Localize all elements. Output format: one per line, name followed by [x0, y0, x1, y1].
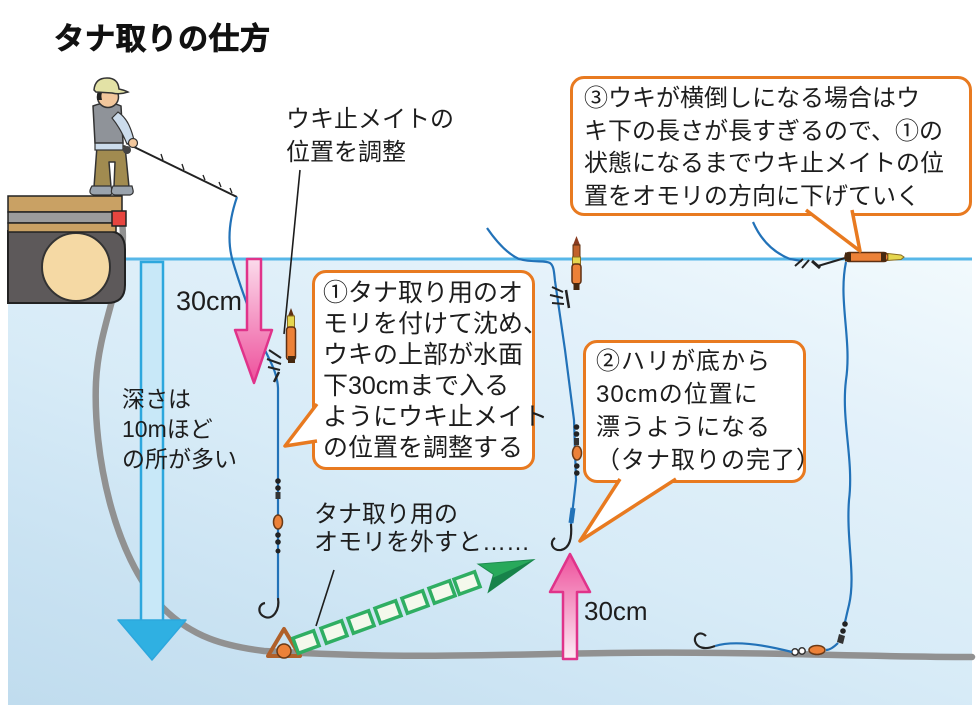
sinker-icon: [272, 514, 284, 530]
dock-cleat-red: [111, 210, 127, 227]
sinker-icon: [808, 644, 826, 656]
fishing-line: [486, 227, 578, 525]
label-remove-weight: タナ取り用の オモリを外すと……: [314, 501, 530, 556]
sink-arrow-pink: [233, 257, 274, 385]
float-stopper-icon: [794, 258, 810, 269]
angler-on-dock-icon: [89, 77, 238, 198]
label-30cm-above-bottom: 30cm: [584, 596, 648, 626]
remove-weight-arrow-green: [290, 559, 536, 656]
fishing-line: [842, 261, 853, 623]
hook-icon: [258, 597, 280, 619]
rig-step1: [228, 196, 302, 659]
rig-step2: [486, 227, 583, 552]
label-adjust-stopper: ウキ止メイトの 位置を調整: [286, 106, 454, 166]
hook-icon: [550, 523, 573, 552]
page-title: タナ取りの仕方: [54, 23, 271, 57]
depth-arrow-cyan: [117, 260, 187, 661]
rise-arrow-pink: [548, 552, 592, 661]
sinker-icon: [571, 445, 583, 461]
callout-step1: ①タナ取り用のオ モリを付けて沈め、 ウキの上部が水面 下30cmまで入る よう…: [312, 270, 548, 470]
pointer-line-weight: [315, 569, 335, 627]
float-stopper-icon: [266, 349, 282, 371]
fishing-rod-icon: [127, 143, 238, 198]
rig-step3: [693, 221, 905, 656]
float-icon: [571, 236, 582, 290]
cap-icon: [93, 77, 130, 95]
label-30cm-below-surface: 30cm: [176, 286, 243, 316]
seabed-line: [92, 210, 976, 661]
label-depth-note: 深さは 10mほど の所が多い: [122, 386, 237, 472]
callout-step3: ③ウキが横倒しになる場合はウ キ下の長さが長すぎるので、①の 状態になるまでウキ…: [570, 76, 972, 216]
pointer-line-stopper: [283, 169, 301, 335]
float-stopper-icon: [549, 286, 565, 305]
callout-step2: ②ハリが底から 30cmの位置に 漂うようになる （タナ取りの完了）: [583, 340, 820, 483]
hook-icon: [693, 632, 716, 650]
boat-fender-icon: [7, 195, 127, 304]
float-icon-horizontal: [844, 251, 905, 263]
float-icon: [285, 308, 297, 363]
